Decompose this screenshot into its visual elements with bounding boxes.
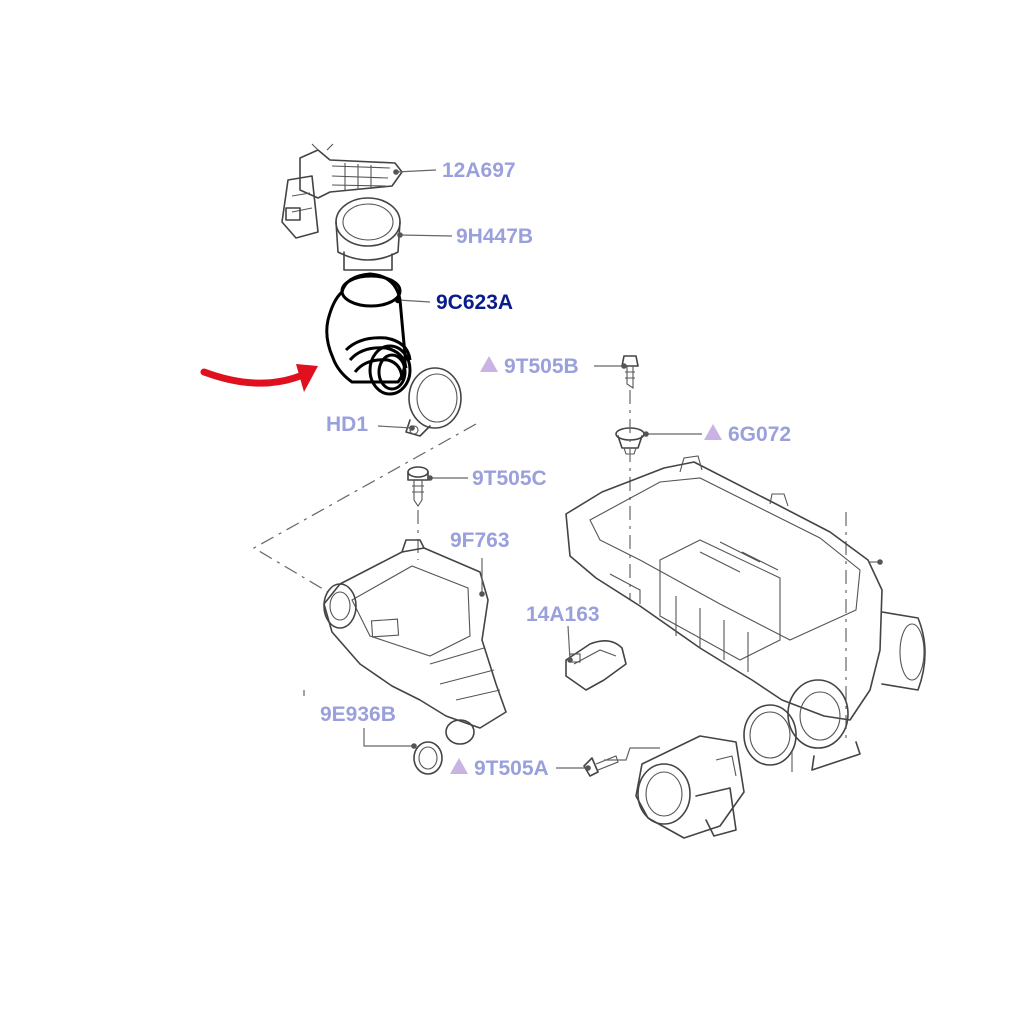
triangle-marker-icon <box>450 758 468 774</box>
mass-air-flow-meter <box>635 735 745 839</box>
part-9E936B-seal <box>413 741 443 775</box>
label-9T505B-row: 9T505B <box>480 356 579 377</box>
label-9T505A-row: 9T505A <box>450 758 549 779</box>
part-12A697-drawing <box>281 143 403 239</box>
label-HD1: HD1 <box>326 413 369 436</box>
part-HD1-clamp <box>405 367 462 437</box>
pointer-arrow <box>200 364 318 392</box>
triangle-marker-icon <box>480 356 498 372</box>
triangle-marker-icon <box>704 424 722 440</box>
label-14A163: 14A163 <box>526 603 600 626</box>
label-6G072-row: 6G072 <box>704 424 791 445</box>
part-9C623A-hose <box>325 272 412 396</box>
part-14A163-clip <box>565 640 627 691</box>
part-9H447B-drawing <box>335 197 401 271</box>
label-9H447B: 9H447B <box>456 225 534 248</box>
label-12A697: 12A697 <box>442 159 516 182</box>
label-9T505A: 9T505A <box>474 757 549 780</box>
label-9E936B: 9E936B <box>320 703 396 726</box>
part-9F763-duct <box>323 539 507 745</box>
label-6G072: 6G072 <box>728 423 792 446</box>
label-9T505B: 9T505B <box>504 355 579 378</box>
label-9T505C: 9T505C <box>472 467 547 490</box>
part-9T505B-screw <box>621 355 639 390</box>
assembly-dashed-line <box>252 423 477 593</box>
housing-outlet-seal <box>743 704 797 766</box>
air-filter-housing <box>565 455 926 771</box>
leader-lines <box>303 169 883 772</box>
label-9C623A: 9C623A <box>436 291 514 314</box>
part-9T505C-screw <box>407 466 429 507</box>
label-9F763: 9F763 <box>450 529 510 552</box>
